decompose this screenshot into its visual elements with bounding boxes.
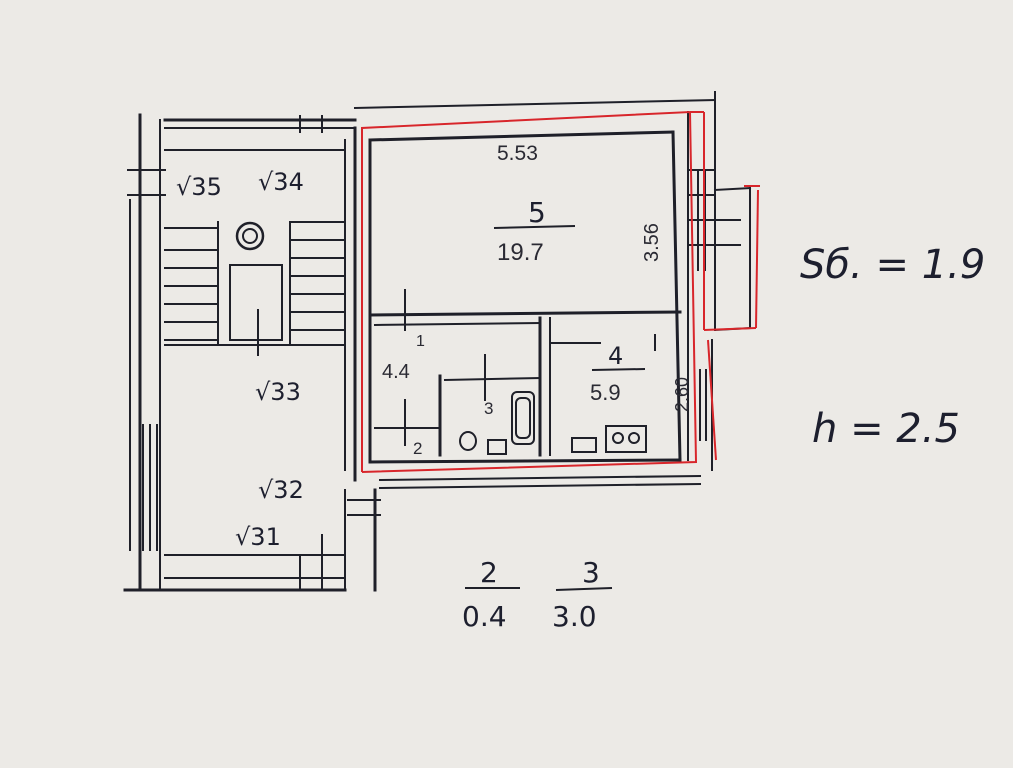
legend-2-number: 2 bbox=[480, 556, 498, 589]
room-2-number: 2 bbox=[413, 439, 422, 458]
balcony-area-note: Sб. = 1.9 bbox=[800, 242, 985, 288]
room-5-depth: 3.56 bbox=[641, 223, 663, 262]
legend-2-area: 0.4 bbox=[462, 600, 507, 633]
legend-3-line bbox=[555, 587, 613, 591]
room-1-number: 1 bbox=[416, 333, 425, 350]
legend-3-area: 3.0 bbox=[552, 600, 597, 633]
room-1-area: 4.4 bbox=[382, 361, 410, 383]
flat-35-label: √35 bbox=[176, 173, 222, 201]
ceiling-height-note: h = 2.5 bbox=[812, 406, 960, 452]
room-4-number: 4 bbox=[608, 342, 623, 370]
fixtures bbox=[459, 391, 647, 455]
legend-3-number: 3 bbox=[582, 556, 600, 589]
apartment-outline bbox=[361, 110, 760, 473]
bathtub bbox=[511, 391, 535, 445]
room-5-fraction-line bbox=[493, 225, 576, 229]
flat-33-label: √33 bbox=[255, 378, 301, 406]
stairwell-circle bbox=[235, 221, 265, 251]
room-5-width: 5.53 bbox=[497, 142, 538, 165]
room-5-area: 19.7 bbox=[497, 239, 544, 266]
stairs-right bbox=[289, 221, 346, 346]
sink bbox=[487, 439, 507, 455]
room-3-number: 3 bbox=[484, 399, 493, 418]
legend-room-3: 3 3.0 bbox=[552, 556, 613, 633]
room-4-depth: 2.60 bbox=[672, 377, 692, 412]
flat-31-label: √31 bbox=[235, 523, 281, 551]
stove bbox=[605, 425, 647, 453]
room-4-area: 5.9 bbox=[590, 380, 621, 405]
room-5-number: 5 bbox=[528, 196, 546, 229]
flat-34-label: √34 bbox=[258, 168, 304, 196]
legend-room-2: 2 0.4 bbox=[462, 556, 520, 633]
walls bbox=[123, 91, 752, 592]
flat-32-label: √32 bbox=[258, 476, 304, 504]
room-4-fraction-line bbox=[591, 368, 646, 371]
stairs-left bbox=[164, 221, 219, 346]
elevator-shaft bbox=[229, 264, 283, 341]
toilet bbox=[459, 431, 477, 451]
left-window bbox=[142, 424, 158, 551]
kitchen-sink bbox=[571, 437, 597, 453]
